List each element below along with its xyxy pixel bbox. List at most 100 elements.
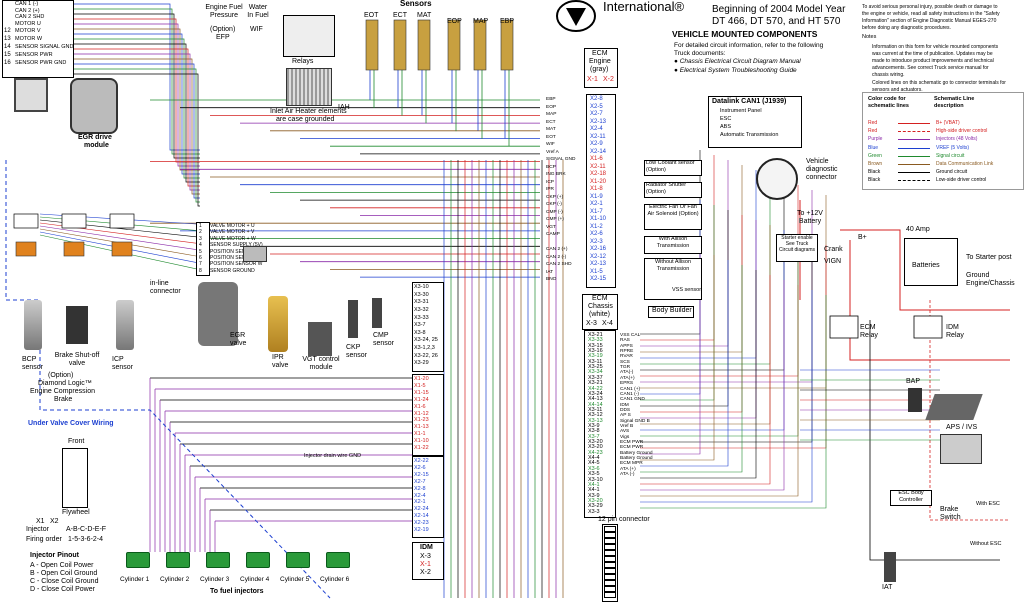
note-line: made to introduce product improvements a…	[872, 58, 994, 64]
esc-label: ESC Body Controller	[898, 490, 924, 503]
top-connector-pin: 14	[4, 44, 11, 50]
starter-note-box	[776, 234, 818, 262]
engine-block-icon	[62, 448, 88, 508]
ecm-chassis-pin: X4-22	[588, 385, 603, 392]
radiator-shutter-box	[644, 182, 702, 198]
model-line-2: DT 466, DT 570, and HT 570	[712, 16, 841, 27]
bcp-label: BCP sensor	[22, 356, 44, 371]
ecm-engine-signal: EOP	[546, 104, 557, 110]
ecm-engine-pin: X2-6	[590, 231, 603, 238]
ecm-chassis-pin: X3-20	[588, 444, 603, 451]
ecm-engine-signal: ECT	[546, 119, 556, 125]
ecm-chassis-signal: SCS	[620, 359, 630, 365]
ecm-engine-pin: X2-12	[590, 253, 607, 260]
egr-valve-pin: 7	[199, 261, 202, 268]
iah-label: IAH	[338, 104, 350, 111]
ecm-chassis-signal: CAN1 GND	[620, 397, 645, 403]
injector-connector-icon	[166, 552, 190, 568]
wire-10	[72, 53, 200, 191]
egr-drive-module-icon	[70, 78, 118, 134]
ecm-chassis-signal: AP S	[620, 413, 631, 419]
ecm-chassis-pin: X3-3	[588, 508, 600, 515]
wire-76	[640, 275, 771, 485]
twelve-pin-slot	[604, 580, 616, 586]
ecm-chassis-pin: X3-5	[588, 471, 600, 478]
cylinder-label: Cylinder 1	[120, 576, 150, 583]
idm-pin: X1-6	[414, 403, 426, 410]
egr-valve-signal: VALVE MOTOR + U	[210, 223, 255, 229]
wire-73	[640, 260, 729, 467]
ecm-chassis-pin: X4-4	[588, 455, 600, 462]
idm-pin: X2-15	[414, 471, 429, 478]
legend-description: Ground circuit	[936, 169, 968, 176]
idm-pin: X3-33	[414, 314, 429, 321]
twelve-pin-slot	[604, 544, 616, 550]
crank-label: Crank	[824, 246, 843, 253]
sensors-title: Sensors	[400, 0, 432, 8]
idm-pin: X1-12	[414, 410, 429, 417]
allison-box	[644, 236, 702, 254]
idm-pin: X3-22, 26	[414, 352, 438, 359]
wire-139	[929, 300, 1010, 521]
idm-pin: X2-8	[414, 485, 426, 492]
ecm-chassis-pin: X3-25	[588, 364, 603, 371]
brand-title: International®	[603, 0, 685, 14]
injector-letters: A-B-C-D-E-F	[66, 526, 107, 533]
vmc-desc-2: Truck documents:	[674, 50, 726, 57]
note-line: chassis wiring.	[872, 72, 905, 78]
warning-line: To avoid serious personal injury, possib…	[862, 4, 998, 10]
ecm-chassis-pin: X3-29	[588, 503, 603, 510]
wire-4	[72, 23, 200, 167]
iat-label: IAT	[882, 584, 893, 591]
ecm-chassis-signal: DDS	[620, 407, 631, 413]
vgt-module-icon	[308, 322, 332, 356]
ecm-engine-signal: BNO	[546, 277, 557, 283]
ecm-engine-pin: X2-3	[590, 238, 603, 245]
sensor-body-icon	[365, 19, 379, 71]
wire-75	[640, 270, 757, 479]
ecm-chassis-pin: X3-20	[588, 439, 603, 446]
firing-order-label: Firing order	[26, 536, 62, 543]
engine-compression-label: Engine Compression	[30, 388, 95, 395]
ecm-chassis-pin: X3-33	[588, 337, 603, 344]
batteries-label: Batteries	[912, 262, 940, 269]
idm-pin: X2-23	[414, 520, 429, 527]
ecm-chassis-signal: APPS	[620, 343, 633, 349]
diamond-logic-label: Diamond Logic™	[38, 380, 92, 387]
egr-valve-signal: VALVE MOTOR + V	[210, 229, 255, 236]
datalink-box	[708, 96, 802, 148]
ecm-chassis-x4: X-4	[602, 320, 613, 327]
idm-x1: X-1	[420, 561, 431, 568]
ecm-engine-signal: CKP (+)	[546, 194, 564, 200]
note-line: Information on this form for vehicle mou…	[872, 44, 999, 50]
ecm-engine-pin: X2-1	[590, 201, 603, 208]
twelve-pin-slot	[604, 592, 616, 598]
ecm-engine-signal: BCP	[546, 164, 556, 170]
ipr-label: IPR valve	[272, 354, 289, 369]
twelve-pin-label: 12 pin connector	[598, 516, 650, 523]
egr-valve-pin: 6	[199, 255, 202, 261]
ecm-chassis-pin: X3-21	[588, 332, 603, 338]
ecm-chassis-pin: X4-5	[588, 460, 600, 467]
ebp-label: EBP	[500, 18, 515, 25]
top-connector-signal: MOTOR W	[15, 36, 43, 42]
vmc-doc-1: ● Chassis Electrical Circuit Diagram Man…	[674, 58, 801, 65]
injector-connector-icon	[206, 552, 230, 568]
batteries-box	[904, 238, 958, 286]
cmp-label: CMP sensor	[373, 332, 395, 347]
top-connector-pin: 16	[4, 60, 11, 66]
idm-pin: X2-22	[414, 458, 429, 464]
egr-drive-module-label-1: EGR drive	[78, 134, 112, 141]
twelve-pin-slot	[604, 550, 616, 556]
top-connector-pin: 12	[4, 28, 11, 34]
idm-x2-column	[412, 456, 444, 538]
legend-line-sample	[898, 147, 930, 149]
idm-pin: X1-24	[414, 396, 429, 403]
top-connector-signal: SENSOR PWR GND	[15, 60, 67, 66]
notes-title: Notes	[862, 34, 877, 40]
ckp-sensor-icon	[348, 300, 358, 338]
injector-connector-icon	[246, 552, 270, 568]
legend-line-sample	[898, 139, 930, 141]
